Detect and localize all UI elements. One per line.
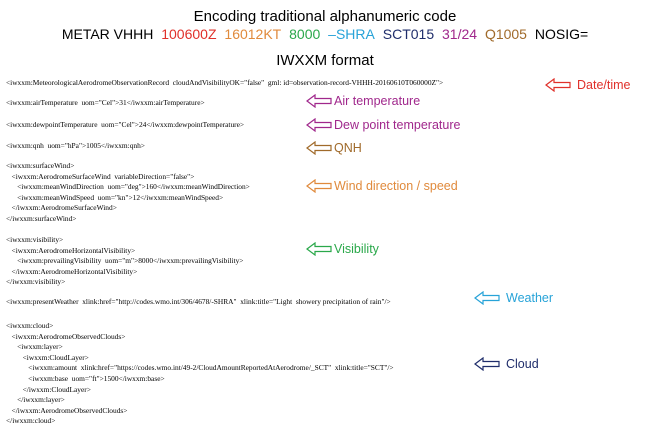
metar-token-cloud: SCT015 <box>382 26 435 42</box>
metar-token-temperature: 31/24 <box>442 26 478 42</box>
code-present-weather: <iwxxm:presentWeather xlink:href="http:/… <box>6 297 391 306</box>
code-qnh: <iwxxm:qnh uom="hPa">1005</iwxxm:qnh> <box>6 141 145 150</box>
arrow-visibility-icon <box>306 242 332 256</box>
heading-iwxxm: IWXXM format <box>276 52 374 69</box>
label-wind: Wind direction / speed <box>334 179 458 193</box>
label-visibility: Visibility <box>334 242 379 256</box>
arrow-dew-point-icon <box>306 118 332 132</box>
label-date-time: Date/time <box>577 78 631 92</box>
arrow-qnh-icon <box>306 141 332 155</box>
metar-token-datetime: 100600Z <box>161 26 217 42</box>
metar-token-qnh: Q1005 <box>484 26 527 42</box>
label-cloud: Cloud <box>506 357 539 371</box>
metar-code-line: METAR VHHH 100600Z 16012KT 8000 –SHRA SC… <box>0 26 650 42</box>
heading-encoding: Encoding traditional alphanumeric code <box>193 8 457 25</box>
arrow-air-temperature-icon <box>306 94 332 108</box>
arrow-weather-icon <box>474 291 500 305</box>
arrow-date-time-icon <box>545 78 571 92</box>
metar-token-wind: 16012KT <box>224 26 282 42</box>
code-air-temperature: <iwxxm:airTemperature uom="Cel">31</iwxx… <box>6 98 205 107</box>
code-dew-point: <iwxxm:dewpointTemperature uom="Cel">24<… <box>6 120 245 129</box>
arrow-cloud-icon <box>474 357 500 371</box>
label-dew-point: Dew point temperature <box>334 118 461 132</box>
arrow-wind-icon <box>306 179 332 193</box>
label-weather: Weather <box>506 291 554 305</box>
code-visibility: <iwxxm:visibility> <iwxxm:AerodromeHoriz… <box>6 235 244 287</box>
metar-token-nosig: NOSIG= <box>534 26 589 42</box>
metar-token-station: METAR VHHH <box>61 26 154 42</box>
metar-token-visibility: 8000 <box>289 26 321 42</box>
label-qnh: QNH <box>334 141 362 155</box>
metar-token-weather: –SHRA <box>328 26 375 42</box>
code-cloud: <iwxxm:cloud> <iwxxm:AerodromeObservedCl… <box>6 321 394 426</box>
code-date-time: <iwxxm:MeteorologicalAerodromeObservatio… <box>6 78 444 87</box>
label-air-temperature: Air temperature <box>334 94 421 108</box>
code-surface-wind: <iwxxm:surfaceWind> <iwxxm:AerodromeSurf… <box>6 161 250 223</box>
